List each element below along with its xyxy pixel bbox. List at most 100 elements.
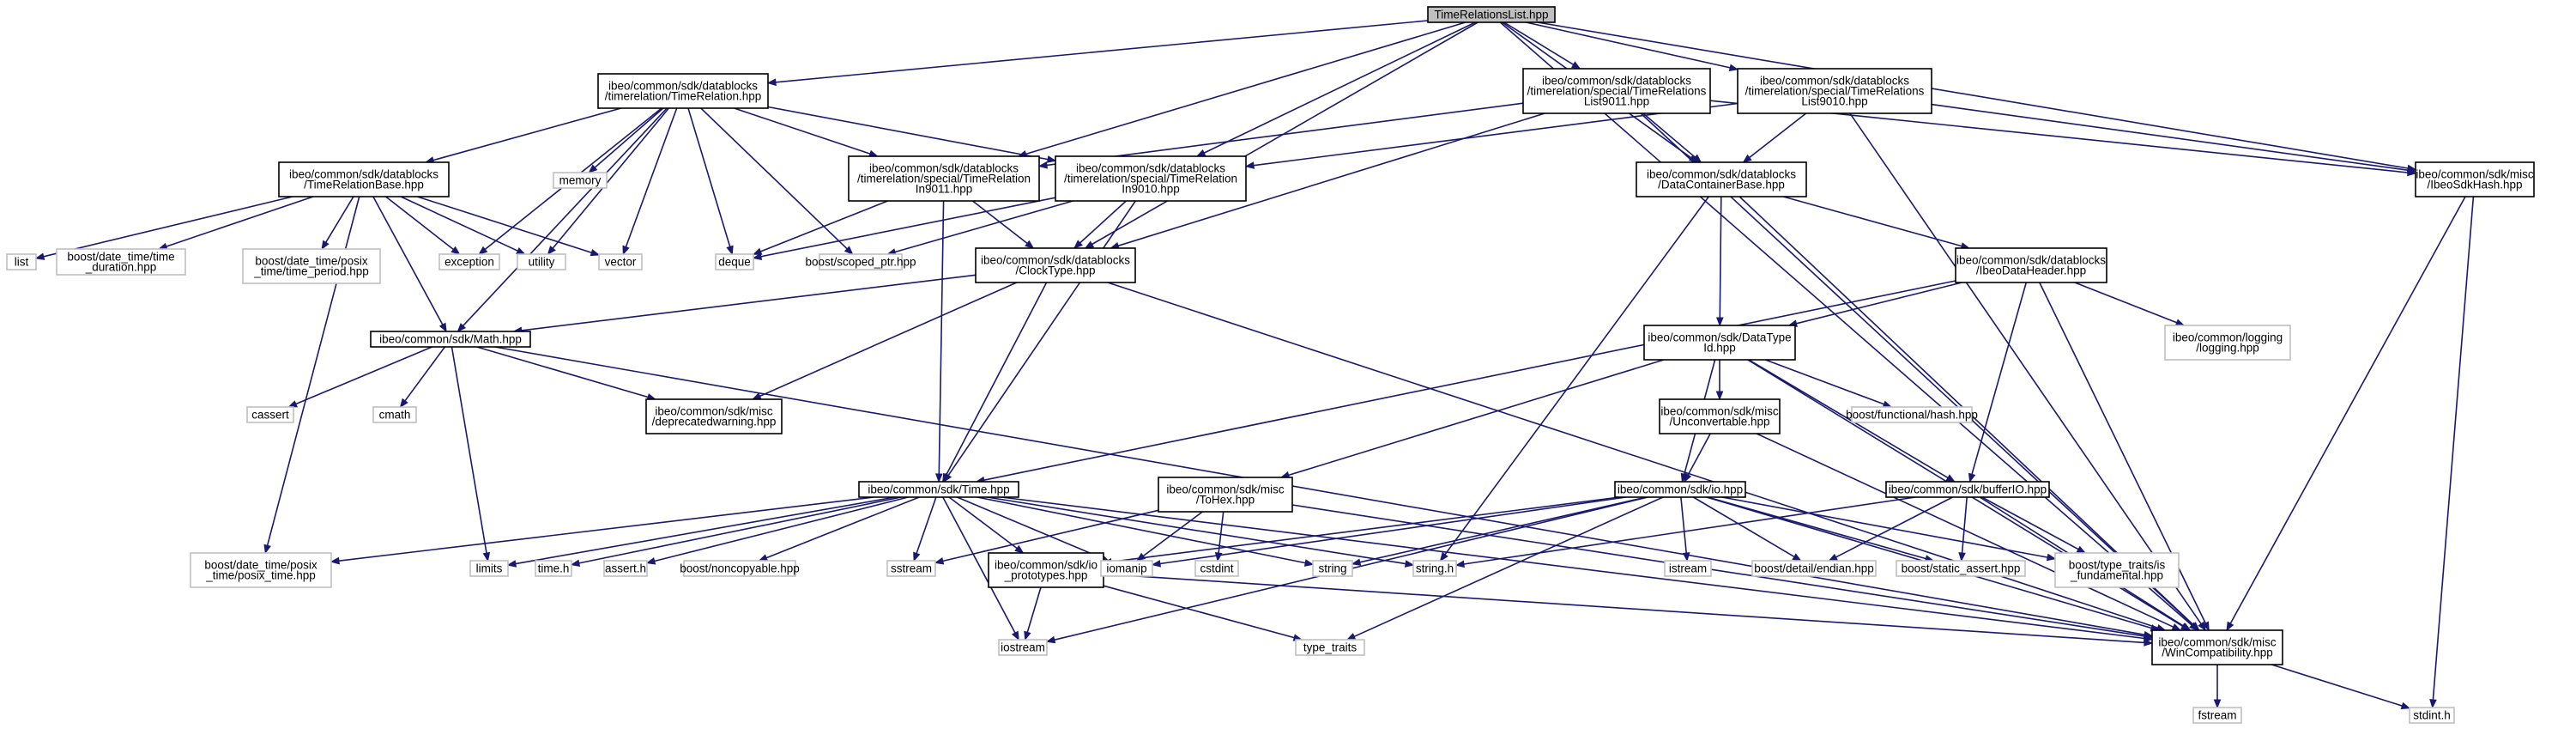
node-iomanip: iomanip: [1100, 560, 1153, 577]
node-deque: deque: [715, 253, 754, 270]
node-box: [1427, 6, 1556, 23]
node-string: string: [1312, 560, 1353, 577]
node-box: [2151, 629, 2283, 665]
edge-ioproto-to-wincompat: [1103, 573, 2154, 647]
edge-list9010-to-hash: [1931, 103, 2417, 174]
edge-io-to-iomanip: [1151, 496, 1627, 568]
edge-header-to-bufferio: [1968, 282, 2028, 483]
edge-in9010-to-deque: [752, 197, 1056, 261]
edge-timerel-to-trbase: [424, 107, 622, 164]
node-box: [597, 73, 769, 109]
node-header[interactable]: ibeo/common/sdk/datablocks/IbeoDataHeade…: [1955, 247, 2107, 283]
edge-math-to-deprecated: [476, 346, 657, 401]
node-in9011[interactable]: ibeo/common/sdk/datablocks/timerelation/…: [848, 155, 1040, 202]
node-label-line: ibeo/common/sdk/misc: [1660, 405, 1779, 418]
node-fhash: boost/functional/hash.hpp: [1846, 406, 1978, 423]
node-box: [1158, 477, 1293, 513]
node-label-line: sstream: [891, 562, 932, 575]
edge-timerel-to-deque: [687, 107, 734, 256]
node-math[interactable]: ibeo/common/sdk/Math.hpp: [370, 331, 531, 348]
node-label-line: ibeo/common/sdk/misc: [2158, 636, 2277, 649]
node-in9010[interactable]: ibeo/common/sdk/datablocks/timerelation/…: [1055, 155, 1247, 202]
node-label-line: ibeo/common/sdk/datablocks: [608, 80, 758, 93]
edge-time-to-limits: [506, 496, 895, 568]
edge-time-to-asserth: [645, 496, 909, 565]
node-box: [2054, 552, 2180, 588]
node-label-line: type_traits: [1303, 641, 1358, 654]
node-cstdint: cstdint: [1194, 560, 1239, 577]
node-label-line: /Unconvertable.hpp: [1669, 416, 1769, 428]
node-bufferio[interactable]: ibeo/common/sdk/bufferIO.hpp: [1885, 481, 2050, 498]
node-label-line: ibeo/common/sdk/datablocks: [1760, 75, 1909, 88]
node-label-line: ibeo/common/sdk/io.hpp: [1618, 483, 1743, 496]
edge-time-to-iostream: [942, 496, 1019, 641]
edge-time-to-timeh: [570, 496, 902, 568]
edge-timerel-to-in9010: [767, 106, 1057, 163]
edge-tohex-to-sstream: [934, 509, 1159, 565]
node-trbase[interactable]: ibeo/common/sdk/datablocks/TimeRelationB…: [278, 161, 450, 197]
node-box: [6, 253, 37, 270]
node-dcb[interactable]: ibeo/common/sdk/datablocks/DataContainer…: [1636, 161, 1807, 197]
node-scoped: boost/scoped_ptr.hpp: [805, 253, 916, 270]
node-label-line: ibeo/common/sdk/datablocks: [289, 168, 438, 181]
node-label-line: assert.h: [605, 562, 646, 575]
node-label-line: iomanip: [1106, 562, 1146, 575]
node-label-line: /IbeoDataHeader.hpp: [1976, 264, 2086, 277]
node-unconv[interactable]: ibeo/common/sdk/misc/Unconvertable.hpp: [1659, 398, 1781, 434]
edge-dcb-to-typeid: [1715, 196, 1724, 327]
node-hash[interactable]: ibeo/common/sdk/misc/IbeoSdkHash.hpp: [2415, 161, 2535, 197]
node-limits: limits: [469, 560, 509, 577]
node-label-line: /timerelation/special/TimeRelations: [1527, 85, 1707, 98]
node-tohex[interactable]: ibeo/common/sdk/misc/ToHex.hpp: [1158, 477, 1293, 513]
node-box: [988, 552, 1104, 588]
node-label-line: ibeo/common/sdk/datablocks: [1542, 75, 1691, 88]
node-label-line: boost/date_time/posix: [204, 559, 317, 572]
node-memory: memory: [553, 172, 608, 189]
node-box: [998, 639, 1048, 656]
edge-timerel-to-utility: [547, 107, 670, 256]
edge-time-to-ioproto: [948, 496, 1025, 554]
node-label-line: exception: [444, 256, 494, 269]
node-list9010[interactable]: ibeo/common/sdk/datablocks/timerelation/…: [1737, 68, 1932, 114]
edge-tohex-to-wincompat: [1291, 504, 2154, 641]
node-time[interactable]: ibeo/common/sdk/Time.hpp: [858, 481, 1019, 498]
edge-list9011-to-in9011: [1037, 102, 1524, 169]
node-box: [1412, 560, 1457, 577]
node-ioproto[interactable]: ibeo/common/sdk/io_prototypes.hpp: [988, 552, 1104, 588]
node-list9011[interactable]: ibeo/common/sdk/datablocks/timerelation/…: [1522, 68, 1711, 114]
node-deprecated[interactable]: ibeo/common/sdk/misc/deprecatedwarning.h…: [645, 398, 783, 434]
edge-trbase-to-math: [372, 196, 447, 333]
node-label-line: /logging.hpp: [2196, 342, 2259, 355]
node-label-line: List9011.hpp: [1584, 95, 1649, 108]
edge-timerel-to-in9011: [734, 107, 879, 158]
node-io[interactable]: ibeo/common/sdk/io.hpp: [1614, 481, 1746, 498]
node-label-line: string: [1318, 562, 1346, 575]
edge-in9010-to-scoped: [886, 200, 1073, 256]
edge-time-to-stringh: [987, 496, 1415, 568]
node-box: [242, 248, 381, 284]
node-wincompat[interactable]: ibeo/common/sdk/misc/WinCompatibility.hp…: [2151, 629, 2283, 665]
edge-time-to-sstream: [913, 496, 937, 562]
node-label-line: ibeo/common/logging: [2173, 331, 2283, 344]
edge-wincompat-to-fstream: [2213, 665, 2222, 709]
edge-io-to-typetraits: [1345, 496, 1664, 641]
node-fstream: fstream: [2192, 707, 2242, 724]
node-box: [2415, 161, 2535, 197]
edge-io-to-string: [1351, 496, 1647, 566]
node-timerel[interactable]: ibeo/common/sdk/datablocks/timerelation/…: [597, 73, 769, 109]
node-label-line: In9011.hpp: [916, 183, 973, 196]
node-stdint: stdint.h: [2409, 707, 2455, 724]
node-box: [517, 253, 566, 270]
edge-trbase-to-exception: [385, 196, 461, 255]
node-label-line: boost/date_time/posix: [255, 255, 368, 268]
edge-time-to-string: [977, 496, 1315, 567]
node-label-line: ibeo/common/sdk/datablocks: [1956, 254, 2106, 267]
edge-header-to-logging: [2074, 282, 2186, 326]
node-cassert: cassert: [246, 406, 294, 423]
node-main[interactable]: TimeRelationsList.hpp: [1427, 6, 1556, 23]
node-static: boost/static_assert.hpp: [1896, 560, 2026, 577]
node-label-line: deque: [718, 256, 751, 269]
node-label-line: boost/type_traits/is: [2069, 559, 2166, 572]
node-clock[interactable]: ibeo/common/sdk/datablocks/ClockType.hpp: [975, 247, 1136, 283]
